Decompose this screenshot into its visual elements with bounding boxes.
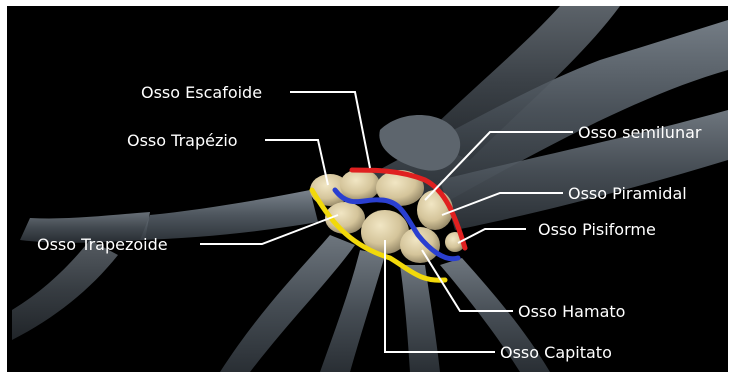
label-piramidal: Osso Piramidal [568,184,687,203]
label-capitato: Osso Capitato [500,343,612,362]
piramidal-shape [417,190,453,230]
label-trapezio: Osso Trapézio [127,131,238,150]
label-escafoide: Osso Escafoide [141,83,262,102]
label-trapezoide: Osso Trapezoide [37,235,168,254]
label-semilunar: Osso semilunar [578,123,702,142]
hamato-shape [400,227,440,263]
label-hamato: Osso Hamato [518,302,625,321]
escafoide-shape [340,169,380,201]
label-pisiforme: Osso Pisiforme [538,220,656,239]
